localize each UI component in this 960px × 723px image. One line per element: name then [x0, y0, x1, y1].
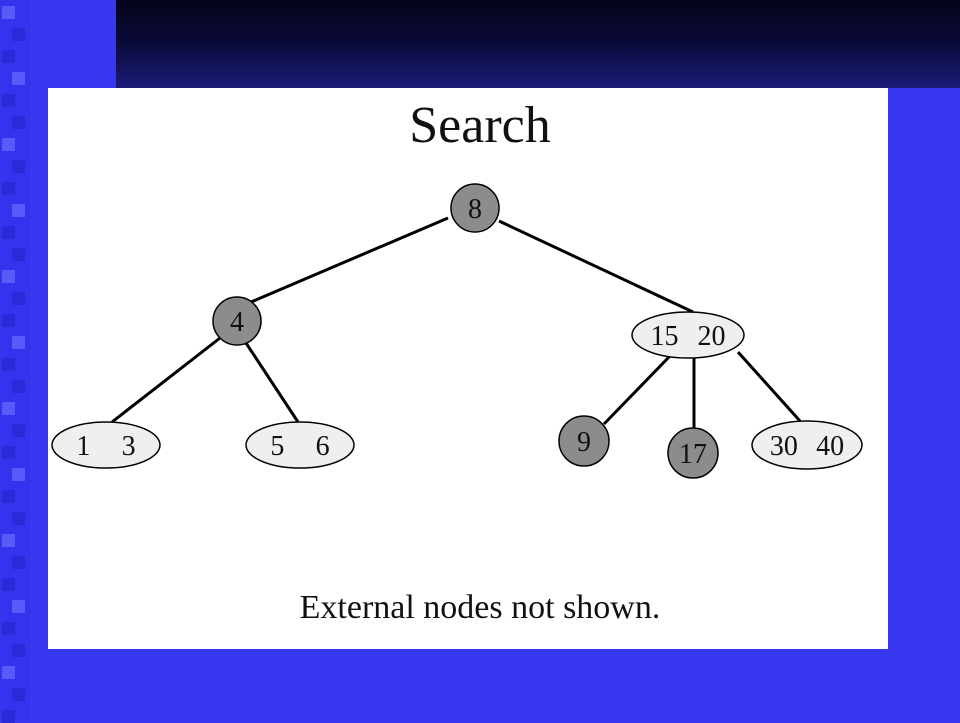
decorative-square: [12, 116, 25, 129]
decorative-square: [12, 336, 25, 349]
decorative-square: [12, 248, 25, 261]
decorative-square: [12, 204, 25, 217]
edge-n15-20-to-n30-40: [736, 350, 802, 423]
node-key: 40: [816, 431, 844, 462]
decorative-square: [2, 402, 15, 415]
node-key: 1: [76, 431, 90, 462]
node-shape: [212, 296, 262, 346]
edge-n4-to-n5-6: [244, 342, 300, 423]
decorative-square: [2, 270, 15, 283]
decorative-square: [12, 600, 25, 613]
node-shape: [751, 420, 863, 470]
decorative-square: [2, 622, 15, 635]
diagram-caption: External nodes not shown.: [300, 589, 661, 626]
decorative-square: [12, 380, 25, 393]
decorative-square: [12, 424, 25, 437]
decorative-square: [2, 94, 15, 107]
node-key: 4: [230, 307, 244, 338]
node-key: 15: [650, 321, 678, 352]
diagram-title: Search: [409, 97, 550, 154]
tree-edges: [111, 216, 802, 428]
decorative-square: [2, 6, 15, 19]
decorative-square: [12, 72, 25, 85]
node-shape: [667, 427, 719, 479]
node-shape: [450, 183, 500, 233]
decorative-square: [2, 314, 15, 327]
decorative-square: [12, 28, 25, 41]
edge-n4-to-n1-3: [111, 336, 221, 424]
decorative-square: [2, 50, 15, 63]
edge-n8-to-n4: [250, 216, 449, 304]
decorative-square: [2, 710, 15, 723]
node-key: 6: [316, 431, 330, 462]
node-shape: [245, 421, 355, 469]
node-shape: [631, 311, 745, 359]
decorative-square: [2, 534, 15, 547]
node-key: 17: [679, 439, 707, 470]
tree-node-n9: 9: [558, 415, 610, 467]
decorative-square: [2, 666, 15, 679]
edge-n15-20-to-n9: [602, 355, 671, 426]
top-decorative-bar: [116, 0, 960, 88]
tree-node-n17: 17: [667, 427, 719, 479]
decorative-square: [12, 688, 25, 701]
node-key: 30: [770, 431, 798, 462]
decorative-square: [12, 160, 25, 173]
node-key: 8: [468, 194, 482, 225]
node-key: 3: [122, 431, 136, 462]
node-shape: [558, 415, 610, 467]
left-decorative-strip: [0, 0, 30, 723]
decorative-square: [2, 182, 15, 195]
tree-node-n30-40: 30 40: [751, 420, 863, 470]
decorative-square: [2, 358, 15, 371]
node-shape: [51, 421, 161, 469]
node-key: 5: [270, 431, 284, 462]
decorative-square: [2, 578, 15, 591]
node-key: 9: [577, 427, 591, 458]
decorative-square: [2, 446, 15, 459]
decorative-square: [2, 138, 15, 151]
decorative-square: [12, 468, 25, 481]
decorative-square: [2, 490, 15, 503]
edge-n8-to-n15-20: [498, 219, 694, 314]
tree-node-n4: 4: [212, 296, 262, 346]
decorative-square: [12, 292, 25, 305]
decorative-square: [12, 644, 25, 657]
decorative-square: [12, 512, 25, 525]
tree-node-n8: 8: [450, 183, 500, 233]
node-key: 20: [698, 321, 726, 352]
decorative-square: [2, 226, 15, 239]
decorative-square: [12, 556, 25, 569]
